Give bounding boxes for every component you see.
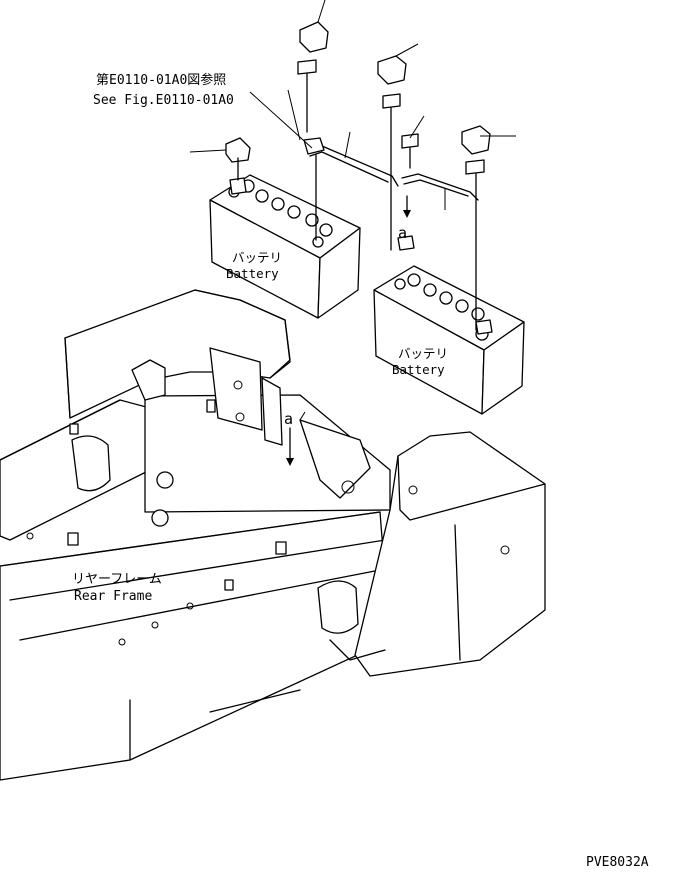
rear-frame-label-en: Rear Frame bbox=[74, 589, 152, 604]
cables-and-terminals bbox=[189, 0, 516, 335]
drawing-id: PVE8032A bbox=[586, 855, 649, 870]
battery-left-label-jp: バッテリ bbox=[232, 250, 282, 265]
rear-frame-label-jp: リヤーフレーム bbox=[72, 572, 162, 587]
battery-right-label-en: Battery bbox=[392, 362, 445, 377]
mark-a-battery: a bbox=[398, 224, 407, 242]
mark-a-frame: a bbox=[284, 410, 293, 428]
battery-left-label-en: Battery bbox=[226, 266, 279, 281]
terminal-cap-top bbox=[299, 21, 329, 53]
arrows bbox=[286, 195, 411, 466]
rear-frame bbox=[0, 289, 546, 781]
ref-figure-jp: 第E0110-01A0図参照 bbox=[96, 72, 226, 88]
battery-left bbox=[209, 174, 361, 319]
battery-right-label-jp: バッテリ bbox=[398, 346, 448, 361]
ref-figure-en: See Fig.E0110-01A0 bbox=[93, 93, 234, 108]
battery-right bbox=[373, 265, 525, 415]
